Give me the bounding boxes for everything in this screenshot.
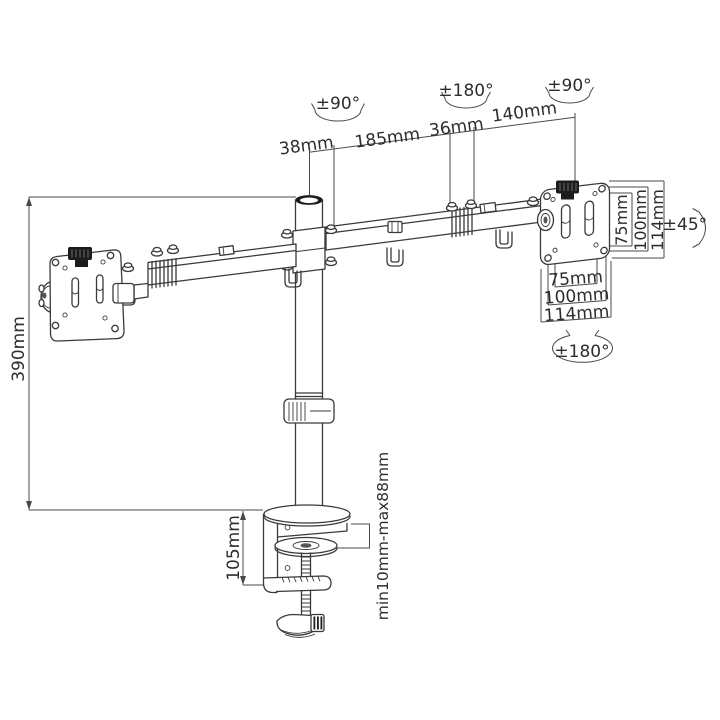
right-vesa-knob bbox=[556, 180, 579, 200]
right-arm bbox=[325, 196, 543, 267]
vesa-rotation-label: ±180° bbox=[554, 342, 609, 362]
vesa-tilt-label: ±45° bbox=[663, 215, 707, 235]
vesa-rotation-arc bbox=[552, 329, 613, 363]
labels: ±90° ±180° ±90° ±45° ±180° 38mm 185mm 36… bbox=[9, 76, 707, 620]
pole-height-dimension bbox=[26, 196, 296, 511]
dim-vesa-v114-label: 114mm bbox=[648, 189, 667, 251]
mid-joint-rotation-label: ±180° bbox=[438, 81, 493, 101]
left-vesa-knob bbox=[68, 247, 92, 267]
clamp-jaw bbox=[263, 575, 332, 593]
dim-vesa-h100-label: 100mm bbox=[543, 284, 610, 309]
pole bbox=[283, 195, 335, 511]
pole-rotation-label: ±90° bbox=[316, 94, 360, 114]
clamp-knob bbox=[276, 613, 325, 638]
desk-clamp bbox=[262, 504, 351, 638]
dim-pole-height-label: 390mm bbox=[9, 316, 29, 382]
rotation-annotations bbox=[311, 86, 706, 363]
end-joint-rotation-label: ±90° bbox=[547, 76, 591, 96]
dim-vesa-h75-label: 75mm bbox=[548, 267, 604, 291]
dim-arm-segment2-label: 140mm bbox=[491, 98, 559, 126]
desk-thickness-dimension bbox=[337, 523, 370, 549]
dim-clamp-height-label: 105mm bbox=[224, 515, 244, 581]
left-vesa-plate bbox=[38, 247, 149, 342]
dim-vesa-v100-label: 100mm bbox=[631, 189, 650, 251]
height-adjust-collar bbox=[283, 398, 335, 424]
end-joint-rotation-arc bbox=[545, 86, 594, 104]
dim-joint-width-label: 36mm bbox=[428, 114, 485, 141]
dim-vesa-h114-label: 114mm bbox=[543, 302, 610, 327]
dim-desk-thickness-label: min10mm-max88mm bbox=[374, 452, 392, 620]
pole-rotation-arc bbox=[311, 103, 365, 122]
dim-vesa-v75-label: 75mm bbox=[612, 194, 631, 246]
top-dimension-chain bbox=[308, 113, 576, 229]
dim-arm-offset-label: 38mm bbox=[278, 133, 335, 160]
mid-joint-rotation-arc bbox=[441, 91, 491, 109]
vesa-tilt-arc bbox=[692, 208, 706, 248]
right-vesa-plate bbox=[536, 180, 611, 266]
clamp-pad bbox=[274, 536, 338, 558]
dim-arm-segment1-label: 185mm bbox=[354, 124, 422, 152]
